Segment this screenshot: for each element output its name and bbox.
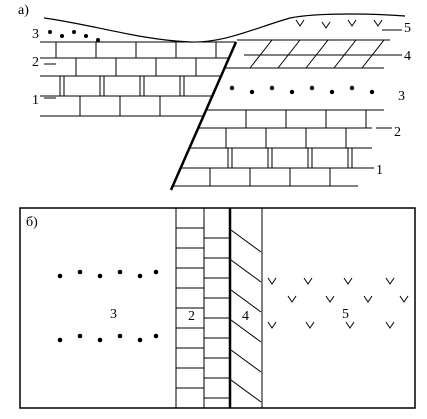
sand-dot: [97, 337, 103, 343]
panel-a: а) 3 2 1 5 4 3 2 1: [18, 3, 411, 191]
right-block-layers: [172, 19, 390, 187]
layer-label-right-3: 3: [398, 89, 405, 104]
sand-dot: [77, 333, 83, 339]
zone-label-4: 4: [242, 309, 249, 324]
v-mark: [267, 321, 277, 329]
hatch-line: [230, 379, 262, 403]
v-mark: [325, 295, 335, 303]
layer-label-right-5: 5: [404, 21, 411, 36]
sand-dot: [369, 89, 375, 95]
hatch-line: [361, 39, 385, 69]
layer-label-right-1: 1: [376, 163, 383, 178]
sand-dot: [72, 30, 76, 34]
v-mark: [385, 321, 395, 329]
hatch-line: [305, 39, 329, 69]
fault-line: [169, 41, 238, 191]
sand-dot: [97, 273, 103, 279]
hatch-line: [249, 39, 273, 69]
v-mark: [295, 19, 305, 27]
sand-dot: [77, 269, 83, 275]
sand-dot: [137, 337, 143, 343]
v-mark: [321, 21, 331, 29]
sand-dot: [60, 34, 64, 38]
panel-b-frame: [19, 207, 416, 409]
sand-dot: [84, 34, 88, 38]
sand-dot: [153, 333, 159, 339]
sand-dot: [48, 30, 52, 34]
sand-dot: [117, 269, 123, 275]
layer-label-left-3: 3: [32, 27, 39, 42]
hatch-line: [230, 259, 262, 283]
zone-label-3: 3: [110, 307, 117, 322]
sand-dot: [249, 89, 255, 95]
left-block-layers: [40, 30, 236, 117]
v-mark: [373, 19, 383, 27]
zone-label-5: 5: [342, 307, 349, 322]
sand-dot: [229, 85, 235, 91]
sand-dot: [349, 85, 355, 91]
ground-surface: [43, 13, 406, 43]
layer-label-right-2: 2: [394, 125, 401, 140]
v-mark: [303, 277, 313, 285]
v-mark: [267, 277, 277, 285]
layer-label-right-4: 4: [404, 49, 411, 64]
v-mark: [399, 295, 409, 303]
sand-dot: [57, 273, 63, 279]
v-mark: [287, 295, 297, 303]
v-mark: [345, 321, 355, 329]
v-mark: [347, 19, 357, 27]
hatch-line: [277, 39, 301, 69]
hatch-line: [230, 349, 262, 373]
layer-label-left-2: 2: [32, 55, 39, 70]
hatch-line: [230, 229, 262, 253]
hatch-line: [230, 319, 262, 343]
layer-label-left-1: 1: [32, 93, 39, 108]
zone-5-v-marks: [267, 277, 409, 329]
panel-b-label: б): [26, 215, 38, 230]
panel-a-label: а): [18, 3, 29, 18]
panel-b: б) 3 2 4 5: [19, 207, 416, 409]
sand-dot: [137, 273, 143, 279]
zone-label-2: 2: [188, 309, 195, 324]
zone-3-dots: [57, 269, 159, 343]
hatch-line: [230, 289, 262, 313]
sand-dot: [117, 333, 123, 339]
sand-dot: [309, 85, 315, 91]
v-mark: [343, 277, 353, 285]
label-leaders: [44, 29, 402, 169]
hatch-line: [333, 39, 357, 69]
sand-dot: [153, 269, 159, 275]
sand-dot: [329, 89, 335, 95]
sand-dot: [269, 85, 275, 91]
sand-dot: [96, 38, 100, 42]
v-mark: [385, 277, 395, 285]
v-mark: [363, 295, 373, 303]
sand-dot: [289, 89, 295, 95]
v-mark: [305, 321, 315, 329]
panel-b-strips: [175, 208, 263, 408]
sand-dot: [57, 337, 63, 343]
